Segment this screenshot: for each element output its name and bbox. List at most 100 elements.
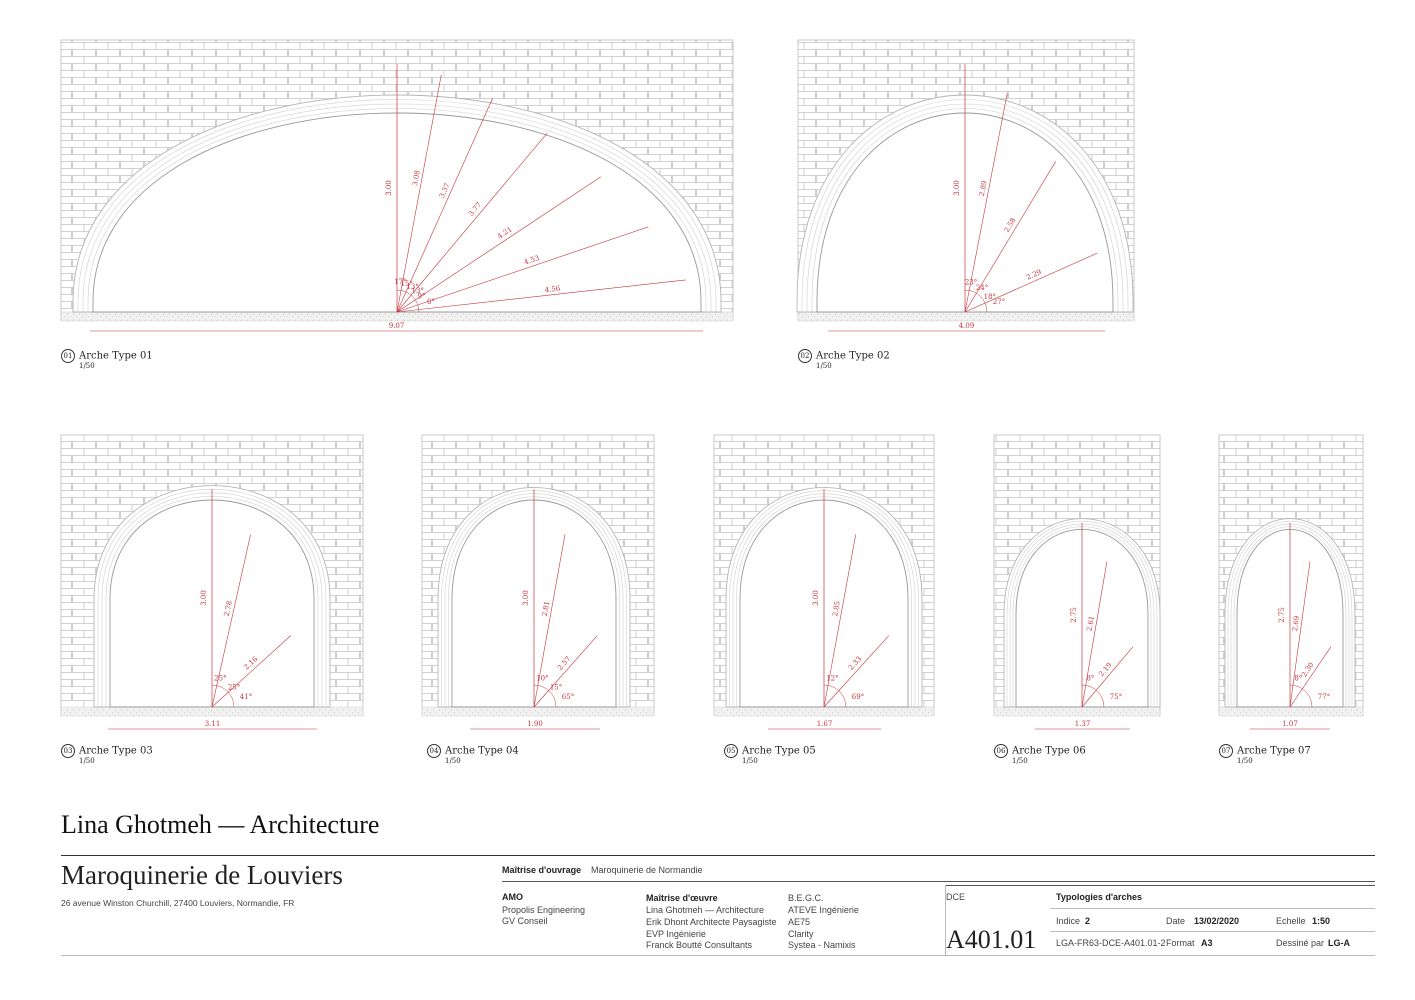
- reference: LGA-FR63-DCE-A401.01-2: [1056, 938, 1166, 948]
- ground-strip: [713, 706, 935, 717]
- height-label: 3.00: [522, 590, 530, 606]
- project-name: Maroquinerie de Louviers: [61, 860, 343, 890]
- radius-line: [964, 93, 1008, 313]
- arch-title: Arche Type 05: [742, 745, 816, 757]
- arch-number: 05: [724, 744, 738, 758]
- radius-label: 4.56: [544, 284, 561, 294]
- height-label: 3.00: [200, 590, 208, 606]
- arch-scale: 1/50: [1237, 757, 1253, 765]
- oeuvre-item: EVP Ingénierie: [646, 929, 706, 939]
- arch-title: Arche Type 02: [816, 350, 890, 362]
- firm-name: Lina Ghotmeh — Architecture: [61, 810, 380, 839]
- angle-label: 23°: [965, 279, 977, 287]
- radius-line: [964, 161, 1056, 313]
- angle-label: 13°: [412, 287, 424, 295]
- radius-label: 2.81: [541, 600, 552, 617]
- radius-line: [964, 252, 1098, 313]
- oeuvre-item: Erik Dhont Architecte Paysagiste: [646, 917, 777, 927]
- arch-label-06: 06 Arche Type 06 1/50: [994, 744, 1086, 765]
- height-label: 3.00: [953, 180, 961, 196]
- base-dimension-label: 4.09: [959, 322, 975, 330]
- end-angle-label: 69°: [852, 693, 864, 701]
- radius-line: [396, 176, 601, 313]
- arch-scale: 1/50: [79, 757, 95, 765]
- radius-line: [396, 74, 442, 313]
- amo-item: GV Conseil: [502, 916, 548, 926]
- oeuvre-item: Lina Ghotmeh — Architecture: [646, 905, 765, 915]
- radius-line: [1289, 646, 1332, 708]
- radius-label: 2.78: [223, 600, 234, 617]
- radius-line: [533, 635, 598, 708]
- ouvrage-label: Maîtrise d'ouvrage: [502, 865, 582, 875]
- date-value: 13/02/2020: [1194, 916, 1240, 926]
- arch-title: Arche Type 01: [79, 350, 153, 362]
- consult-item: Clarity: [788, 929, 814, 939]
- ouvrage-value: Maroquinerie de Normandie: [591, 865, 703, 875]
- angle-label: 13°: [406, 283, 418, 291]
- base-dimension-label: 1.90: [527, 720, 543, 728]
- amo-label: AMO: [502, 892, 523, 902]
- arch-scale: 1/50: [1012, 757, 1028, 765]
- arch-scale: 1/50: [742, 757, 758, 765]
- end-angle-label: 27°: [993, 298, 1005, 306]
- arch-elevation-01: 3.003.083.373.774.214.534.5617°15°13°13°…: [60, 39, 734, 332]
- voussoir-ring: [1227, 520, 1353, 707]
- consult-item: Systea - Namixis: [788, 940, 856, 950]
- end-angle-label: 77°: [1318, 693, 1330, 701]
- angle-arc: [396, 289, 420, 313]
- ground-strip: [993, 706, 1161, 717]
- dessine-label: Dessiné par: [1276, 938, 1325, 948]
- angle-arc: [964, 289, 988, 313]
- height-label: 3.00: [385, 180, 393, 196]
- sheet-mid-rule: [1050, 908, 1375, 909]
- arch-number: 04: [427, 744, 441, 758]
- radius-label: 2.89: [978, 180, 989, 197]
- angle-arc: [533, 684, 557, 708]
- indice-label: Indice: [1056, 916, 1081, 926]
- radius-line: [396, 279, 686, 313]
- angle-label: 18°: [984, 293, 996, 301]
- echelle-label: Echelle: [1276, 916, 1306, 926]
- arch-number: 01: [61, 349, 75, 363]
- arch-number: 06: [994, 744, 1008, 758]
- arch-title: Arche Type 06: [1012, 745, 1086, 757]
- end-angle-label: 65°: [562, 693, 574, 701]
- sheet-low-rule: [1050, 931, 1375, 932]
- format-label: Format: [1166, 938, 1195, 948]
- radius-line: [1289, 561, 1311, 708]
- arch-label-03: 03 Arche Type 03 1/50: [61, 744, 153, 765]
- angle-arc: [1081, 684, 1105, 708]
- oeuvre-item: Franck Boutté Consultants: [646, 940, 753, 950]
- arch-scale: 1/50: [79, 362, 95, 370]
- radius-line: [1081, 646, 1134, 708]
- arch-number: 07: [1219, 744, 1233, 758]
- ground-strip: [797, 311, 1135, 322]
- arch-number: 03: [61, 744, 75, 758]
- base-dimension-label: 3.11: [205, 720, 221, 728]
- angle-arc: [211, 684, 235, 708]
- radius-line: [211, 534, 251, 708]
- arch-title: Arche Type 04: [445, 745, 519, 757]
- ground-strip: [60, 311, 734, 322]
- radius-line: [396, 132, 548, 313]
- arch-scale: 1/50: [816, 362, 832, 370]
- radius-line: [396, 226, 649, 313]
- end-angle-label: 41°: [240, 693, 252, 701]
- ground-strip: [1218, 706, 1364, 717]
- voussoir-ring: [1006, 520, 1158, 707]
- base-dimension-label: 1.07: [1282, 720, 1298, 728]
- radius-label: 3.08: [411, 170, 422, 187]
- ground-strip: [60, 706, 364, 717]
- arch-title: Arche Type 03: [79, 745, 153, 757]
- amo-item: Propolis Engineering: [502, 905, 586, 915]
- arch-number: 02: [798, 349, 812, 363]
- base-dimension-label: 1.67: [817, 720, 833, 728]
- height-label: 2.75: [1278, 607, 1286, 623]
- base-dimension-label: 9.07: [389, 322, 405, 330]
- height-label: 3.00: [812, 590, 820, 606]
- radius-line: [533, 534, 566, 708]
